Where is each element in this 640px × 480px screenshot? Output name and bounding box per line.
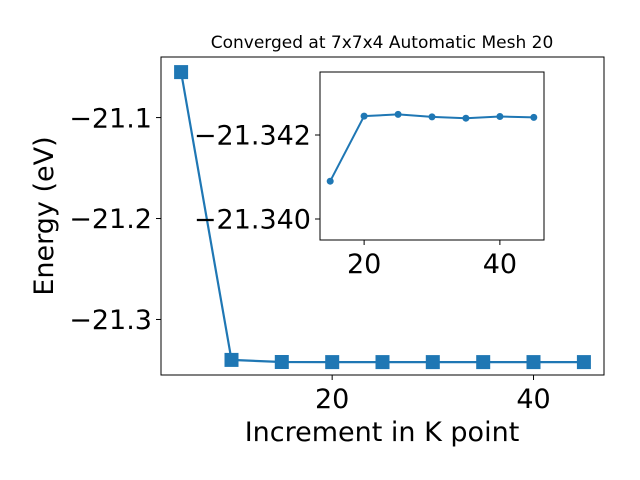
main-x-axis-label: Increment in K point <box>245 417 520 448</box>
main-y-tick-label: −21.3 <box>69 305 152 336</box>
inset-data-point <box>496 113 504 120</box>
inset-series-markers <box>326 110 538 185</box>
inset-data-point <box>428 113 436 121</box>
main-y-tick-label: −21.1 <box>69 103 152 134</box>
main-title: Converged at 7x7x4 Automatic Mesh 20 <box>211 33 554 53</box>
main-data-point <box>174 65 189 80</box>
inset-y-ticks: −21.342 −21.340 <box>194 121 320 236</box>
main-data-point <box>274 355 289 369</box>
main-data-point <box>476 355 491 370</box>
main-y-ticks: −21.1 −21.2 −21.3 <box>69 103 161 336</box>
main-y-tick-label: −21.2 <box>69 204 152 235</box>
main-data-point <box>526 355 541 370</box>
inset-y-tick-label: −21.340 <box>194 205 311 236</box>
inset-data-point <box>462 114 470 122</box>
inset-data-point <box>394 110 402 118</box>
inset-background <box>320 72 544 240</box>
inset-y-tick-label: −21.342 <box>194 121 311 152</box>
main-x-tick-label: 40 <box>516 384 550 415</box>
main-series-markers <box>174 65 591 370</box>
main-axes-frame <box>160 56 605 376</box>
main-data-point <box>576 355 591 370</box>
inset-data-point <box>360 112 368 120</box>
main-data-point <box>375 355 390 370</box>
main-x-tick-label: 20 <box>315 384 349 415</box>
main-data-point <box>325 355 340 370</box>
inset-data-point <box>530 113 538 121</box>
main-data-point <box>425 355 440 370</box>
inset-x-tick-label: 20 <box>347 249 381 280</box>
main-data-point <box>224 352 239 367</box>
inset-x-tick-label: 40 <box>483 249 517 280</box>
inset-axes-frame <box>319 71 545 241</box>
inset-data-point <box>326 177 334 185</box>
main-y-axis-label: Energy (eV) <box>29 136 60 295</box>
